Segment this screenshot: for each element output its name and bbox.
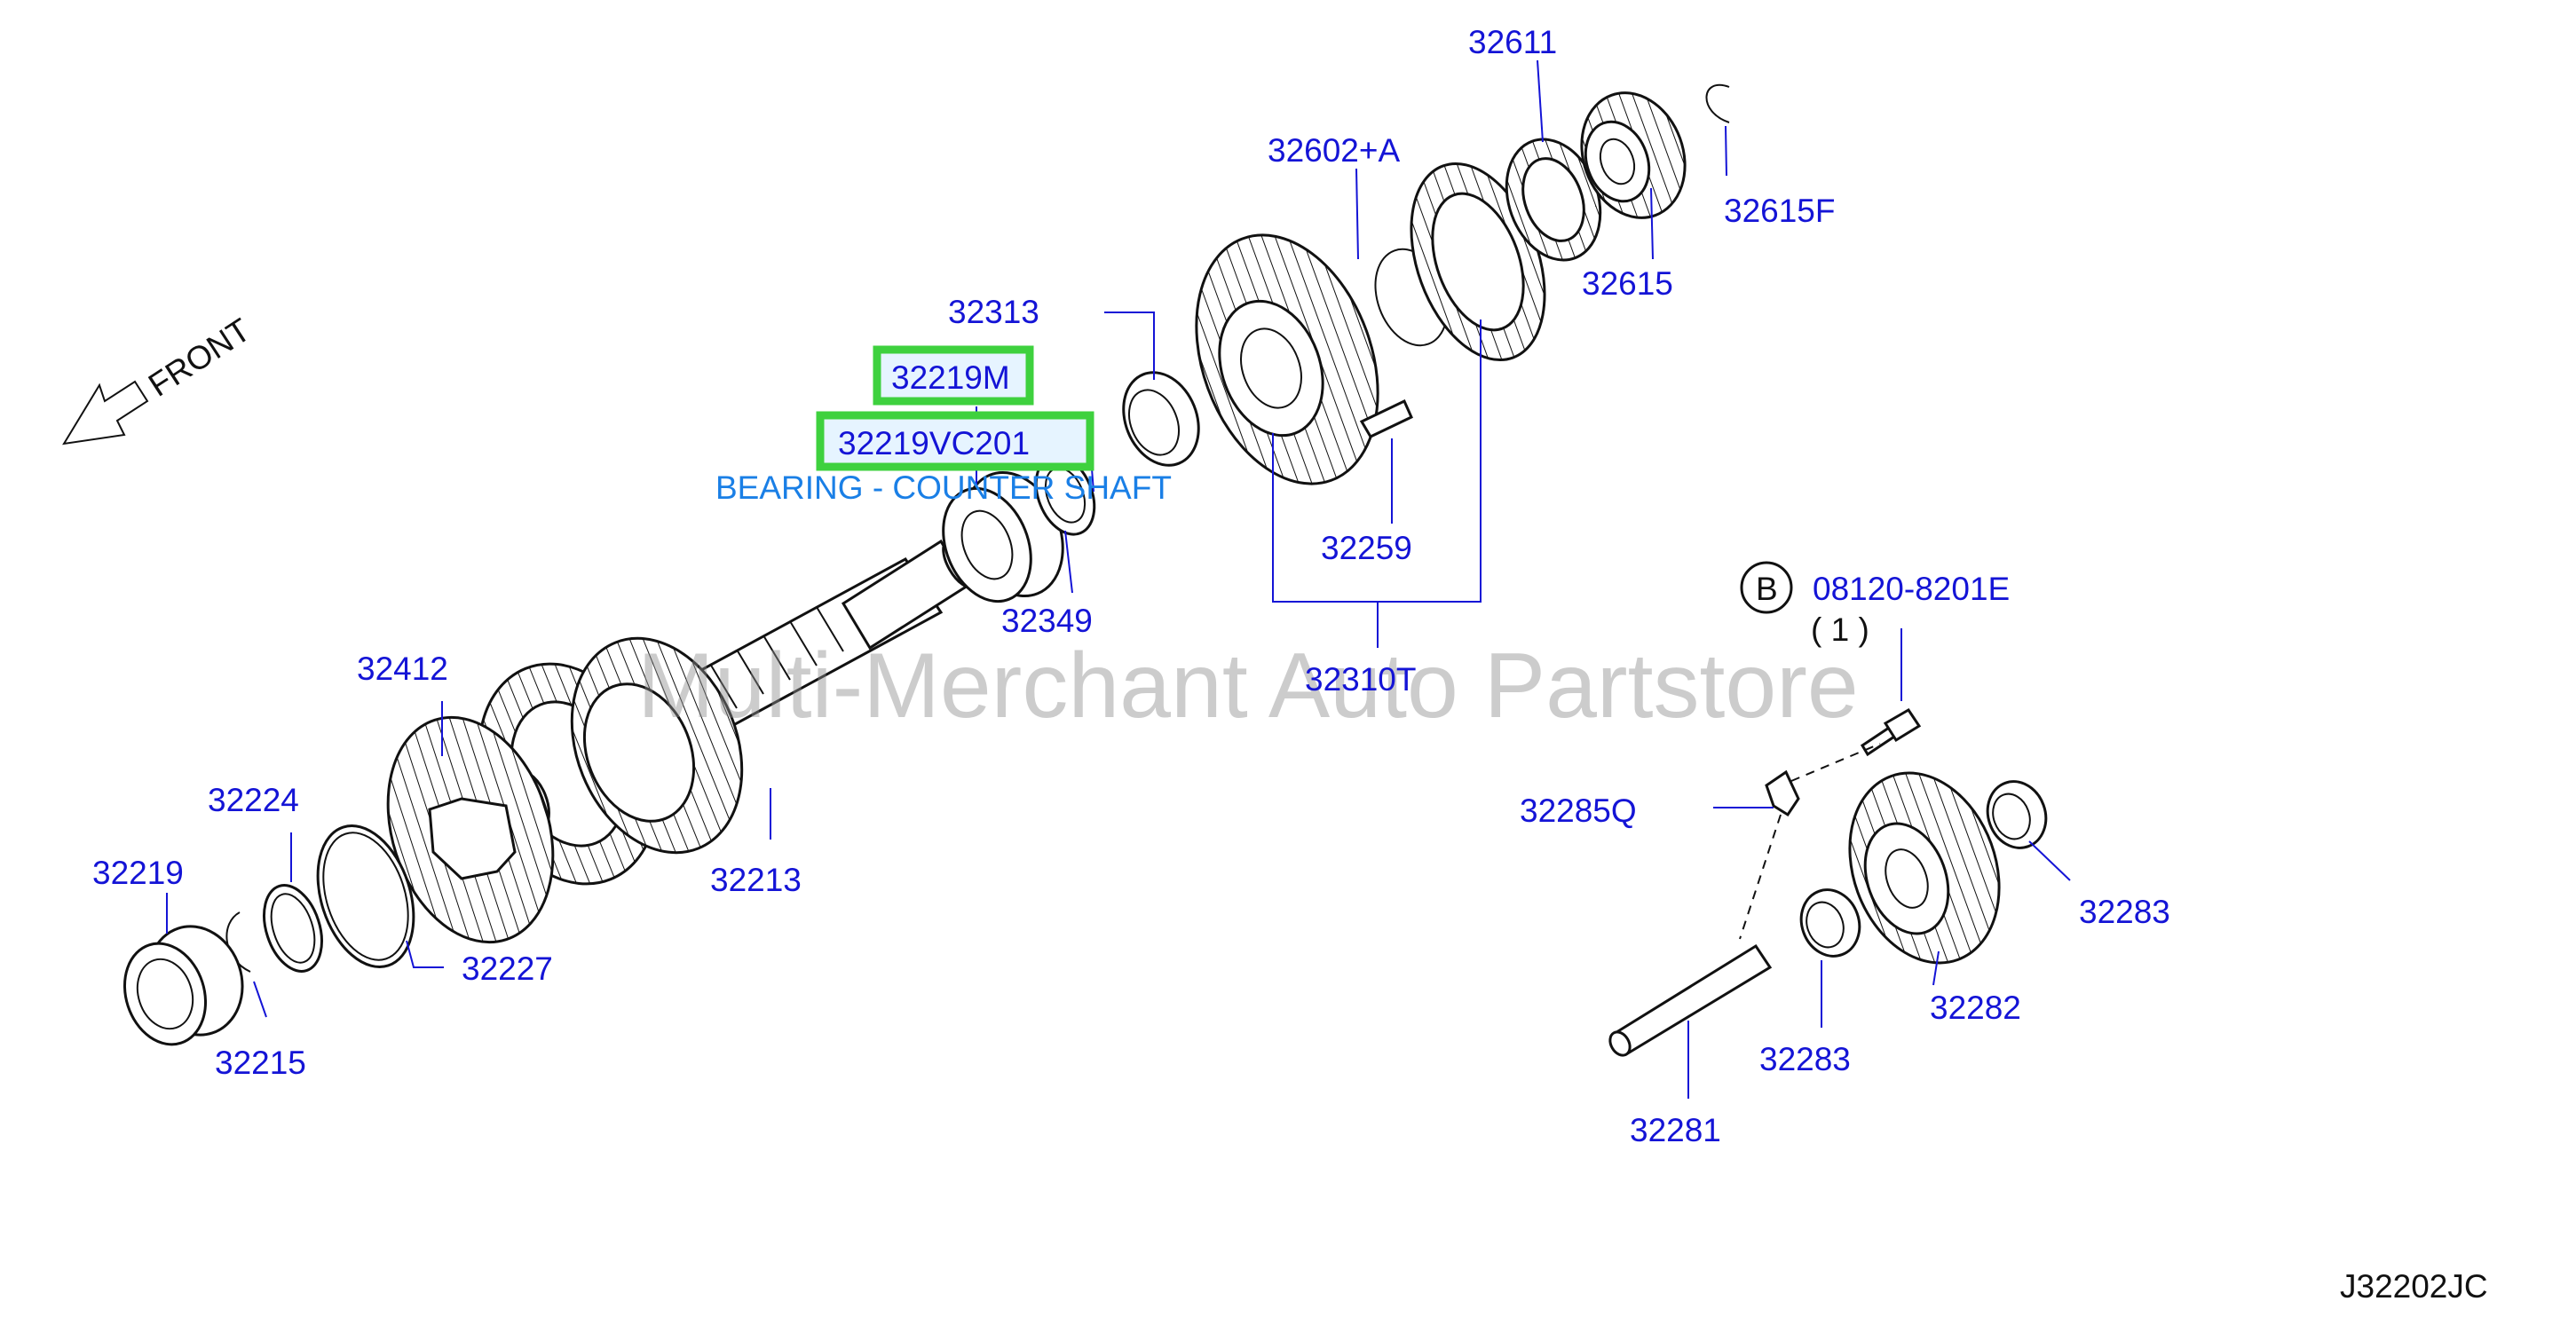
front-label: FRONT	[142, 312, 257, 404]
part-description: BEARING - COUNTER SHAFT	[715, 469, 1172, 506]
bearing-32219	[122, 925, 244, 1046]
label-08120-8201e[interactable]: 08120-8201E	[1813, 571, 2010, 607]
synchro-32611	[1505, 138, 1602, 262]
label-32224[interactable]: 32224	[208, 782, 299, 818]
shim-32224	[263, 884, 323, 973]
label-32602a[interactable]: 32602+A	[1268, 132, 1400, 169]
gear-assembly-32310t	[1195, 162, 1546, 485]
needle-bearing-32283-b	[1799, 888, 1861, 958]
bolt-quantity: ( 1 )	[1811, 611, 1869, 648]
gear-32412	[386, 715, 555, 944]
highlight-32219vc201-bg	[820, 415, 1090, 467]
plate-dash-line	[1739, 743, 1881, 940]
plate-32285q	[1765, 769, 1800, 817]
highlight-32219m	[873, 345, 1034, 406]
label-32313[interactable]: 32313	[948, 294, 1039, 330]
label-32213[interactable]: 32213	[710, 862, 802, 898]
front-arrow-icon	[62, 380, 149, 446]
label-32281[interactable]: 32281	[1630, 1112, 1721, 1148]
label-32615[interactable]: 32615	[1582, 265, 1673, 302]
label-32615f[interactable]: 32615F	[1724, 193, 1836, 229]
diagram-code: J32202JC	[2340, 1268, 2488, 1305]
bolt-marker-letter: B	[1756, 571, 1778, 607]
label-32259[interactable]: 32259	[1321, 530, 1412, 566]
watermark: Multi-Merchant Auto Partstore	[637, 635, 1859, 737]
ring-32349	[1034, 454, 1096, 536]
label-32285q[interactable]: 32285Q	[1520, 793, 1637, 829]
label-32219m[interactable]: 32219M	[891, 359, 1010, 396]
label-32283-right[interactable]: 32283	[2079, 894, 2170, 930]
needle-bearing-32283-a	[1986, 780, 2048, 849]
key-32259	[1359, 398, 1413, 438]
bearing-32219m	[942, 470, 1064, 603]
label-32282[interactable]: 32282	[1930, 990, 2021, 1026]
label-32227[interactable]: 32227	[462, 950, 553, 987]
bolt-marker-icon	[1740, 561, 1793, 614]
snap-ring-32215	[225, 911, 251, 973]
label-32219vc201[interactable]: 32219VC201	[838, 425, 1030, 461]
needle-bearing-32313	[1122, 371, 1200, 467]
highlight-32219vc201	[816, 411, 1094, 471]
reverse-gear-32282	[1848, 771, 2001, 965]
label-32310t[interactable]: 32310T	[1305, 661, 1417, 698]
shaft-32281	[1608, 943, 1773, 1057]
hub-32615	[1580, 91, 1687, 219]
highlight-32219m-bg	[877, 350, 1030, 401]
snap-ring-32615f	[1705, 83, 1730, 123]
washer-32227	[316, 824, 415, 969]
label-32611[interactable]: 32611	[1468, 24, 1557, 60]
label-32283-left[interactable]: 32283	[1759, 1041, 1851, 1077]
label-32349[interactable]: 32349	[1001, 603, 1093, 639]
label-32219[interactable]: 32219	[92, 855, 184, 891]
label-32215[interactable]: 32215	[215, 1045, 306, 1081]
label-32412[interactable]: 32412	[357, 651, 448, 687]
